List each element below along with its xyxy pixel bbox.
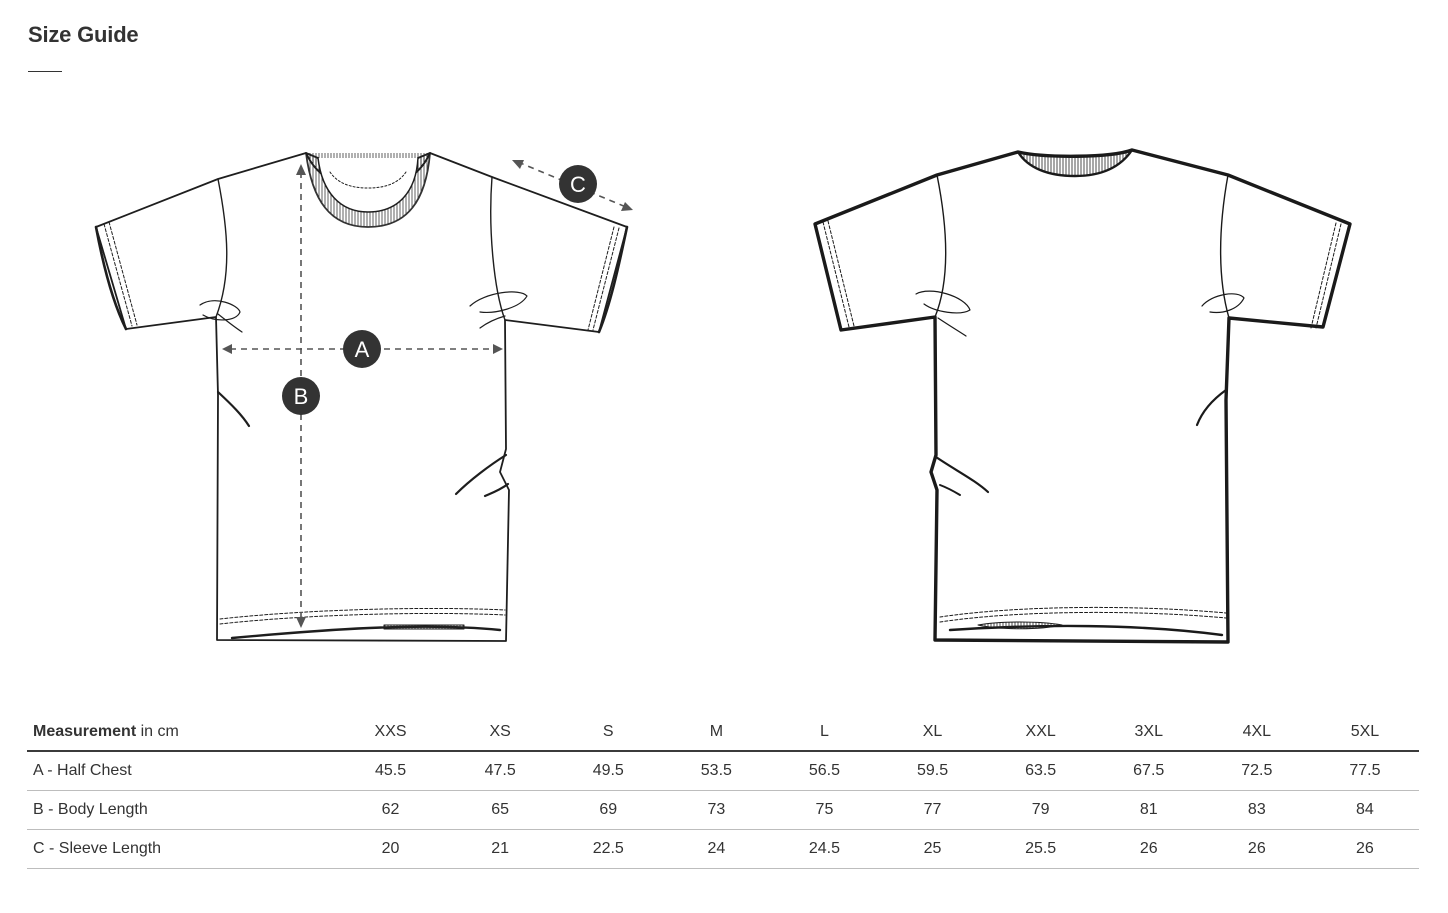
table-cell: 62 <box>335 790 447 830</box>
size-header: L <box>770 713 879 752</box>
table-row: C - Sleeve Length 20 21 22.5 24 24.5 25 … <box>27 829 1419 869</box>
table-cell: 53.5 <box>662 751 771 791</box>
table-cell: 67.5 <box>1094 751 1203 791</box>
svg-text:B: B <box>294 384 309 409</box>
marker-a: A <box>343 330 381 368</box>
title-underline <box>28 71 62 72</box>
table-cell: 56.5 <box>770 751 879 791</box>
marker-b: B <box>282 377 320 415</box>
size-header: XS <box>446 713 555 752</box>
table-cell: 63.5 <box>986 751 1095 791</box>
size-header: 5XL <box>1310 713 1419 752</box>
table-cell: 25.5 <box>986 829 1095 869</box>
back-tshirt <box>813 148 1352 644</box>
marker-c: C <box>559 165 597 203</box>
size-header: 3XL <box>1094 713 1203 752</box>
table-cell: 49.5 <box>554 751 663 791</box>
size-header: S <box>554 713 663 752</box>
size-header: XL <box>878 713 987 752</box>
table-row: B - Body Length 62 65 69 73 75 77 79 81 … <box>27 790 1419 830</box>
table-cell: 83 <box>1202 790 1311 830</box>
table-cell: 75 <box>770 790 879 830</box>
table-cell: 47.5 <box>446 751 555 791</box>
table-cell: 69 <box>554 790 663 830</box>
size-header: 4XL <box>1202 713 1311 752</box>
table-header-row: Measurement in cm XXS XS S M L XL XXL 3X… <box>27 713 1419 752</box>
table-cell: 24 <box>662 829 771 869</box>
table-cell: 84 <box>1310 790 1419 830</box>
svg-text:C: C <box>570 172 586 197</box>
row-label: C - Sleeve Length <box>27 829 335 869</box>
back-collar <box>1016 148 1134 178</box>
table-cell: 77 <box>878 790 987 830</box>
table-cell: 73 <box>662 790 771 830</box>
table-cell: 45.5 <box>335 751 447 791</box>
table-cell: 26 <box>1202 829 1311 869</box>
size-header: XXS <box>335 713 447 752</box>
table-cell: 65 <box>446 790 555 830</box>
size-header: M <box>662 713 771 752</box>
table-cell: 59.5 <box>878 751 987 791</box>
table-cell: 24.5 <box>770 829 879 869</box>
page-title: Size Guide <box>28 22 139 47</box>
table-cell: 26 <box>1310 829 1419 869</box>
size-table: Measurement in cm XXS XS S M L XL XXL 3X… <box>27 713 1419 869</box>
table-cell: 20 <box>335 829 447 869</box>
table-row: A - Half Chest 45.5 47.5 49.5 53.5 56.5 … <box>27 751 1419 791</box>
row-label: A - Half Chest <box>27 751 335 791</box>
front-tshirt <box>94 152 629 642</box>
table-cell: 21 <box>446 829 555 869</box>
table-cell: 81 <box>1094 790 1203 830</box>
table-cell: 22.5 <box>554 829 663 869</box>
row-label: B - Body Length <box>27 790 335 830</box>
measurement-header: Measurement in cm <box>27 713 335 752</box>
table-cell: 25 <box>878 829 987 869</box>
svg-text:A: A <box>355 337 370 362</box>
table-cell: 26 <box>1094 829 1203 869</box>
table-cell: 72.5 <box>1202 751 1311 791</box>
table-cell: 77.5 <box>1310 751 1419 791</box>
table-cell: 79 <box>986 790 1095 830</box>
size-header: XXL <box>986 713 1095 752</box>
tshirt-diagram: A B C <box>94 148 1352 644</box>
